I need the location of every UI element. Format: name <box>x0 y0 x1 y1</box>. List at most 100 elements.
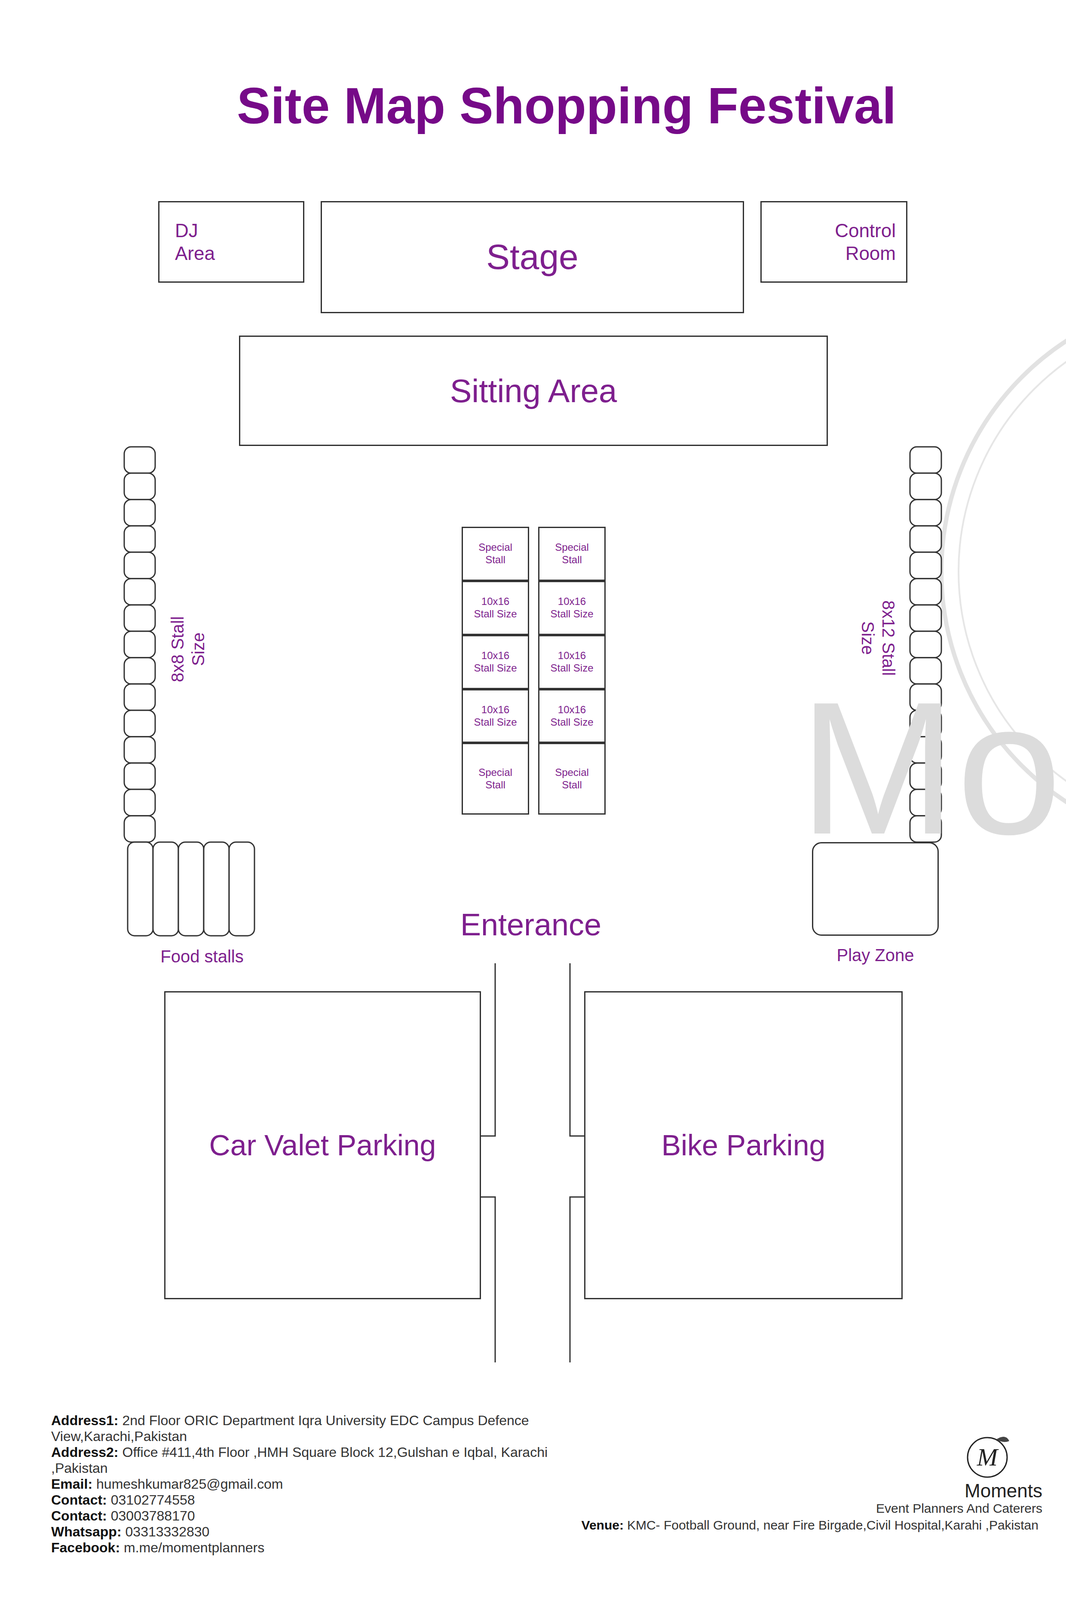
small-stall <box>124 658 156 685</box>
stall-box: 10x16 Stall Size <box>461 689 530 744</box>
contact-key: Address2: <box>51 1445 119 1461</box>
contact-key: Address1: <box>51 1413 119 1429</box>
stall-box: 10x16 Stall Size <box>538 581 606 636</box>
food-stall <box>153 842 179 937</box>
small-stall <box>124 526 156 553</box>
stall-size-label: 8x12 Stall Size <box>857 597 899 680</box>
small-stall <box>124 737 156 764</box>
contact-key: Whatsapp: <box>51 1524 122 1541</box>
box-label: 10x16 Stall Size <box>471 595 520 621</box>
box-label: Car Valet Parking <box>209 1128 437 1164</box>
box-label: 10x16 Stall Size <box>471 704 520 730</box>
contact-key: Email: <box>51 1476 93 1493</box>
small-stall <box>124 684 156 711</box>
contact-key: Contact: <box>51 1492 108 1509</box>
small-stall <box>909 605 942 632</box>
box-label: Special Stall <box>471 541 520 567</box>
box-label: Bike Parking <box>661 1128 826 1164</box>
contact-line: Facebook:m.me/momentplanners <box>51 1540 550 1557</box>
entrance-label: Enterance <box>460 906 602 944</box>
logo-leaf <box>996 1437 1010 1443</box>
box-label: 10x16 Stall Size <box>548 704 597 730</box>
stall-size-label: 8x8 Stall Size <box>167 608 209 691</box>
logo-ring <box>967 1438 1008 1478</box>
parking-box: Car Valet Parking <box>164 991 481 1300</box>
small-stall <box>124 473 156 500</box>
small-stall <box>124 499 156 527</box>
contact-key: Contact: <box>51 1508 108 1525</box>
box-label: Stage <box>486 235 579 279</box>
contact-block: Address1:2nd Floor ORIC Department Iqra … <box>51 1413 550 1557</box>
small-stall <box>909 526 942 553</box>
road-edge <box>480 1197 496 1364</box>
small-stall <box>124 816 156 843</box>
contact-value: 03313332830 <box>125 1524 210 1541</box>
box-label: Sitting Area <box>450 371 618 411</box>
contact-value: m.me/momentplanners <box>123 1540 265 1557</box>
small-stall <box>909 499 942 527</box>
venue-line: Venue:KMC- Football Ground, near Fire Bi… <box>581 1518 1039 1534</box>
box-label: Control Room <box>814 219 896 266</box>
contact-value: 03003788170 <box>110 1508 196 1525</box>
box-label: Special Stall <box>548 766 597 792</box>
brand-tagline: Event Planners And Caterers <box>876 1501 1043 1517</box>
box-label: 10x16 Stall Size <box>548 649 597 675</box>
small-stall <box>124 710 156 737</box>
contact-line: Contact:03003788170 <box>51 1508 550 1525</box>
play-zone-box: Play Zone <box>811 842 939 937</box>
road-edge <box>569 963 585 1137</box>
contact-value: 2nd Floor ORIC Department Iqra Universit… <box>51 1413 530 1445</box>
road-edge <box>569 1197 585 1364</box>
stage-box: Stage <box>320 201 745 314</box>
box-label: DJ Area <box>174 219 227 266</box>
stall-box: Special Stall <box>538 526 606 582</box>
food-stalls-label: Food stalls <box>160 946 244 968</box>
food-stall <box>229 842 255 937</box>
road-edge <box>480 963 496 1137</box>
stall-box: 10x16 Stall Size <box>538 689 606 744</box>
venue-key: Venue: <box>581 1518 624 1533</box>
stall-box: 10x16 Stall Size <box>538 635 606 690</box>
watermark: Mo <box>799 673 1062 864</box>
box-label: 10x16 Stall Size <box>548 595 597 621</box>
small-stall <box>909 473 942 500</box>
small-stall <box>124 763 156 790</box>
logo-monogram: M <box>977 1445 998 1471</box>
venue-value: KMC- Football Ground, near Fire Birgade,… <box>627 1518 1039 1533</box>
small-stall <box>124 631 156 658</box>
stall-box: Special Stall <box>461 743 530 815</box>
contact-value: Office #411,4th Floor ,HMH Square Block … <box>51 1445 548 1477</box>
road <box>480 963 585 1364</box>
sitting-box: Sitting Area <box>238 335 828 447</box>
small-stall <box>124 578 156 606</box>
stall-box: 10x16 Stall Size <box>461 635 530 690</box>
parking-box: Bike Parking <box>584 991 903 1300</box>
brand-name: Moments <box>964 1481 1043 1502</box>
food-stall <box>203 842 230 937</box>
map-title: Site Map Shopping Festival <box>236 75 897 137</box>
small-stall <box>909 447 942 474</box>
area-box: Control Room <box>760 201 908 283</box>
small-stall <box>124 789 156 816</box>
contact-line: Whatsapp:03313332830 <box>51 1524 550 1541</box>
contact-line: Email:humeshkumar825@gmail.com <box>51 1476 550 1493</box>
contact-line: Address2:Office #411,4th Floor ,HMH Squa… <box>51 1445 550 1477</box>
food-stall <box>178 842 204 937</box>
small-stall <box>124 447 156 474</box>
contact-line: Contact:03102774558 <box>51 1492 550 1509</box>
stall-box: 10x16 Stall Size <box>461 581 530 636</box>
stall-box: Special Stall <box>461 526 530 582</box>
area-box: DJ Area <box>158 201 305 283</box>
small-stall <box>909 552 942 579</box>
small-stall <box>124 552 156 579</box>
small-stall <box>124 605 156 632</box>
contact-key: Facebook: <box>51 1540 120 1557</box>
stall-box: Special Stall <box>538 743 606 815</box>
box-label: 10x16 Stall Size <box>471 649 520 675</box>
box-label: Special Stall <box>471 766 520 792</box>
contact-value: humeshkumar825@gmail.com <box>96 1476 283 1493</box>
contact-value: 03102774558 <box>110 1492 196 1509</box>
contact-line: Address1:2nd Floor ORIC Department Iqra … <box>51 1413 550 1446</box>
small-stall <box>909 578 942 606</box>
